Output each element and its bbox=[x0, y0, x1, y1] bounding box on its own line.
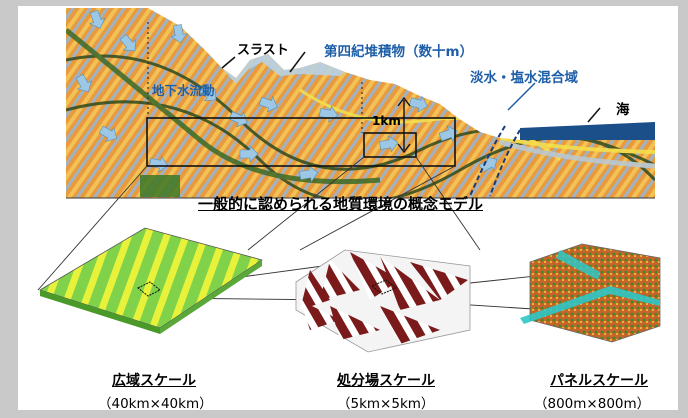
bottom-band bbox=[0, 410, 688, 418]
scale-bar-label: 1km bbox=[372, 114, 401, 128]
scale-name-regional: 広域スケール bbox=[112, 373, 196, 389]
right-band bbox=[678, 0, 688, 418]
top-band bbox=[0, 0, 688, 6]
scale-name-panel: パネルスケール bbox=[550, 373, 648, 389]
groundwater-label: 地下水流動 bbox=[152, 83, 215, 98]
model-title: 一般的に認められる地質環境の概念モデル bbox=[198, 195, 484, 213]
regional-box bbox=[146, 117, 456, 167]
regional-model bbox=[39, 227, 263, 334]
site-model bbox=[295, 249, 471, 353]
scale-name-site: 処分場スケール bbox=[337, 373, 435, 389]
quaternary-label: 第四紀堆積物（数十m） bbox=[324, 44, 474, 60]
scale-size-site: （5km×5km） bbox=[337, 396, 435, 412]
sea-label: 海 bbox=[616, 102, 630, 118]
left-band bbox=[0, 0, 18, 418]
mixing-zone-label: 淡水・塩水混合域 bbox=[470, 70, 578, 86]
panel-model bbox=[520, 243, 661, 343]
scale-size-panel: （800m×800m） bbox=[534, 396, 651, 412]
flow-arrows bbox=[75, 9, 498, 183]
sea-area bbox=[520, 122, 655, 140]
cross-section bbox=[66, 8, 655, 199]
site-box bbox=[363, 132, 417, 158]
scale-size-regional: （40km×40km） bbox=[98, 396, 213, 412]
thrust-label: スラスト bbox=[237, 43, 289, 58]
